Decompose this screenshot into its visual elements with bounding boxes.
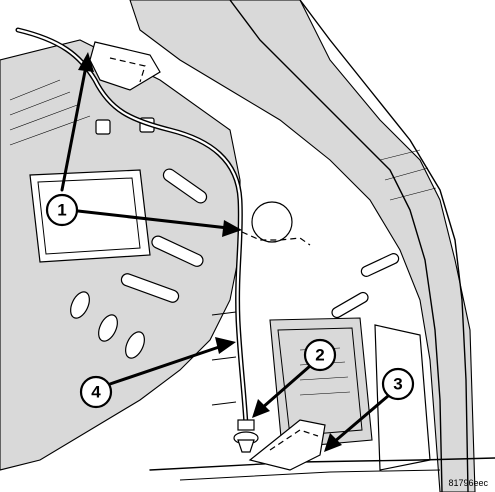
grommet-collar bbox=[237, 419, 255, 431]
leader-arrows bbox=[60, 52, 390, 452]
release-cable bbox=[15, 27, 249, 428]
arrow-2 bbox=[260, 364, 312, 410]
slot bbox=[331, 291, 369, 319]
arrow-3 bbox=[332, 394, 390, 444]
callout-2: 2 bbox=[303, 338, 337, 372]
callout-label: 2 bbox=[315, 346, 324, 365]
latch-lever bbox=[248, 419, 326, 471]
callout-circle bbox=[381, 367, 415, 401]
arrow-4 bbox=[108, 344, 224, 386]
callout-label: 1 bbox=[57, 201, 66, 220]
panel-access-opening bbox=[29, 169, 151, 263]
floor-edge bbox=[149, 457, 495, 471]
oval-hole bbox=[98, 314, 118, 342]
floor-edge-lower bbox=[179, 469, 441, 481]
slot bbox=[162, 168, 208, 204]
routing-hole bbox=[251, 201, 293, 243]
oval-hole bbox=[70, 291, 90, 319]
hidden-clip-outline bbox=[109, 57, 146, 83]
lower-compartment bbox=[269, 317, 373, 449]
panel-slots bbox=[95, 117, 400, 319]
opening-inner-edge bbox=[37, 177, 141, 255]
callout-label: 3 bbox=[393, 375, 402, 394]
callout-circle bbox=[79, 375, 113, 409]
callout-1: 1 bbox=[45, 193, 79, 227]
figure-code: 81796eec bbox=[448, 478, 488, 488]
arrowhead-1-upper bbox=[78, 52, 94, 72]
slot bbox=[360, 253, 400, 277]
arrowhead-1-right bbox=[222, 220, 242, 237]
slot bbox=[151, 235, 204, 267]
arrow-1-right bbox=[76, 209, 230, 230]
oval-hole bbox=[125, 331, 145, 359]
oval-holes bbox=[70, 291, 145, 359]
callout-3: 3 bbox=[381, 367, 415, 401]
pillar-outer-edge bbox=[299, 0, 469, 492]
callout-4: 4 bbox=[79, 375, 113, 409]
compartment-inner bbox=[277, 327, 363, 437]
hidden-cable-path bbox=[241, 231, 311, 246]
callout-label: 4 bbox=[91, 383, 101, 402]
arrowhead-3 bbox=[324, 433, 342, 452]
callout-circle bbox=[45, 193, 79, 227]
pillar-edge-line bbox=[229, 0, 443, 492]
latch-hidden-edge bbox=[269, 429, 319, 451]
square-hole bbox=[95, 119, 111, 135]
slot bbox=[120, 273, 180, 303]
arrow-1-upper bbox=[60, 64, 88, 192]
grommet-tip bbox=[237, 439, 255, 453]
drain-tabs bbox=[211, 311, 237, 406]
arrowhead-4 bbox=[215, 337, 236, 354]
arrowhead-2 bbox=[252, 399, 270, 418]
callout-circle bbox=[303, 338, 337, 372]
cable-end-grommet bbox=[233, 419, 259, 453]
